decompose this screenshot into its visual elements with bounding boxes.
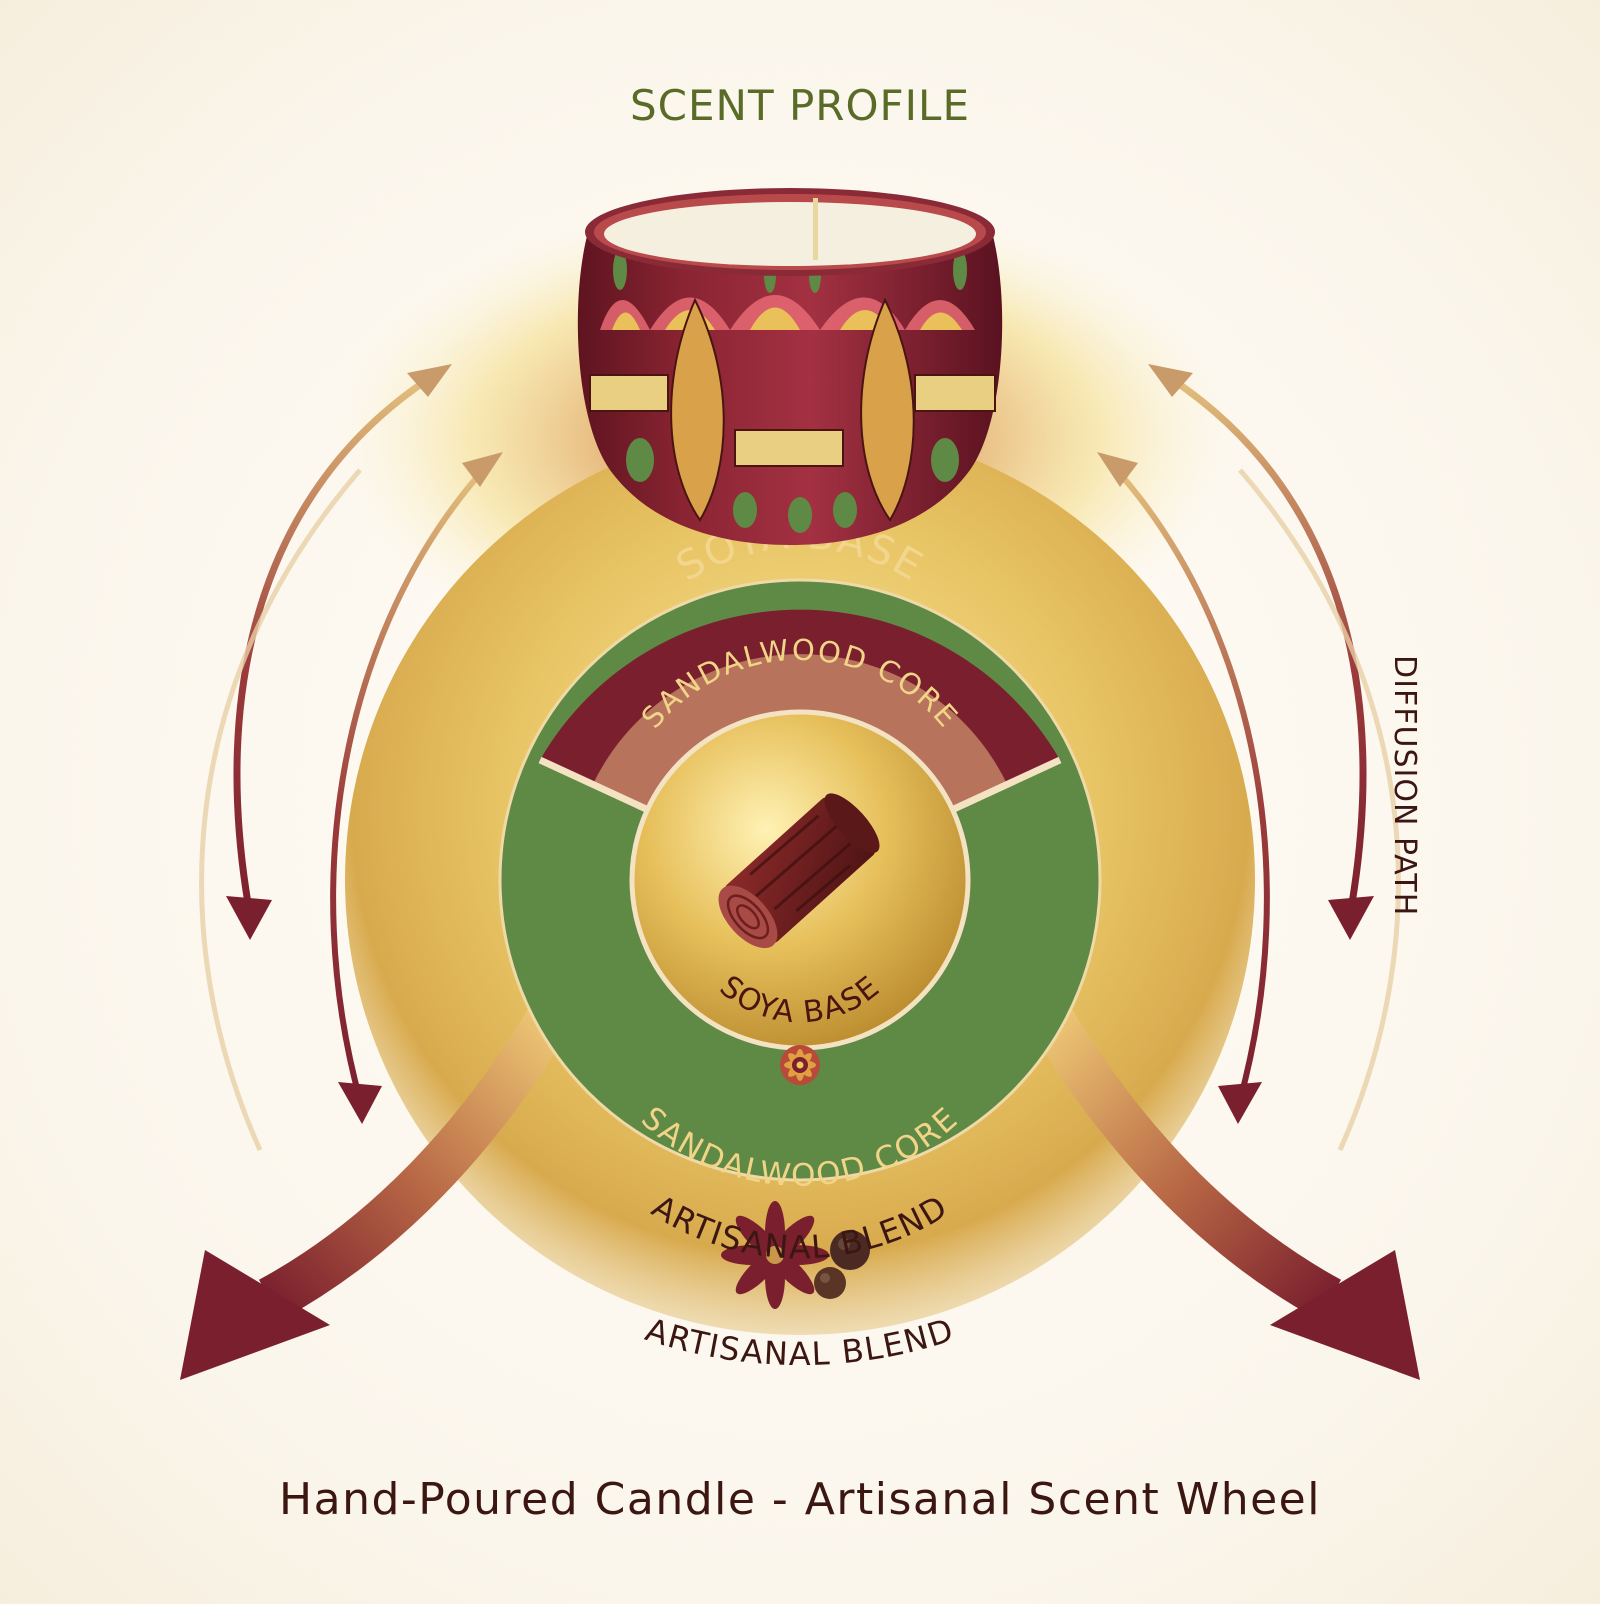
left-faint-arc	[199, 468, 362, 1152]
bottom-left-curved-arrow-icon	[180, 988, 580, 1380]
peppercorn-icon	[814, 1230, 870, 1299]
footer-title: Hand-Poured Candle - Artisanal Scent Whe…	[279, 1474, 1321, 1525]
right-faint-arc	[1238, 468, 1401, 1152]
diffusion-path-label: DIFFUSION PATH	[1387, 655, 1422, 916]
right-double-arrow-inner-icon	[1097, 452, 1270, 1124]
page-title: SCENT PROFILE	[630, 81, 970, 130]
left-double-arrow-inner-icon	[330, 452, 503, 1124]
bottom-right-curved-arrow-icon	[1020, 988, 1420, 1380]
candle-tin-icon	[577, 188, 1003, 545]
flower-icon	[780, 1045, 820, 1085]
right-double-arrow-outer-icon	[1148, 364, 1374, 940]
star-anise-icon	[721, 1201, 829, 1309]
wood-log-icon	[718, 793, 880, 949]
left-double-arrow-outer-icon	[226, 364, 452, 940]
